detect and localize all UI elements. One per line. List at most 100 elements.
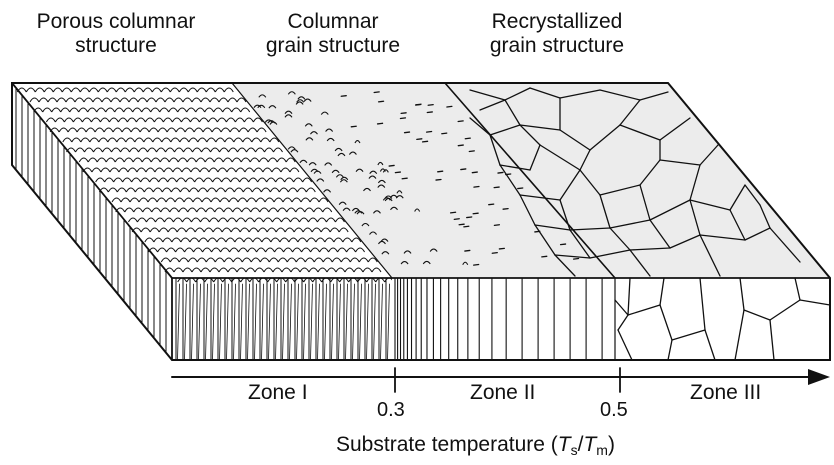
zone-i-column-cap <box>256 247 266 253</box>
zone-i-front-taper <box>324 283 327 361</box>
temperature-axis <box>171 367 830 393</box>
zone-i-column-cap <box>233 137 244 143</box>
zone-i-column-cap <box>111 147 121 153</box>
zone-i-column-cap <box>102 147 112 153</box>
zone-ii-iii-boundary <box>444 82 616 279</box>
zone-i-column-cap <box>212 227 223 233</box>
zone-ii-grain-arc <box>323 189 332 193</box>
zone-i-column-cap <box>214 257 225 263</box>
zone-i-column-cap <box>258 157 269 163</box>
zone-i-column-cap <box>212 177 223 183</box>
zone-i-column-cap <box>188 187 199 193</box>
zone-iii-grain-boundary <box>489 134 501 166</box>
zone-i-column-cap <box>89 137 100 143</box>
zone-i-column-cap <box>92 97 103 103</box>
zone-i-column-cap <box>233 187 244 193</box>
zone-ii-grain-arc <box>297 96 306 100</box>
zone-ii-grain-arc <box>368 175 377 179</box>
zone-iii-grain-boundary <box>699 234 721 277</box>
zone-i-column-cap <box>228 197 239 203</box>
zone-i-column-cap <box>192 147 202 153</box>
zone-i-column-cap <box>239 227 250 233</box>
zone-i-column-cap <box>239 177 250 183</box>
zone-ii-grain-dash <box>541 255 548 258</box>
zone-i-column-cap <box>331 257 342 263</box>
zone-i-column-cap <box>238 127 249 133</box>
zone-i-column-cap <box>123 107 134 113</box>
zone-iii-front-boundary <box>617 329 633 361</box>
zone-i-column-cap <box>213 107 224 113</box>
zone-i-column-cap <box>154 167 165 173</box>
zone-ii-grain-dash <box>464 249 471 252</box>
zone-ii-grain-arc <box>287 91 296 95</box>
zone-i-column-cap <box>170 187 181 193</box>
zone-i-front-taper <box>317 283 320 361</box>
zone-ii-grain-arc <box>340 176 349 181</box>
zone-ii-grain-arc <box>335 174 344 178</box>
zone-i-column-cap <box>308 267 319 273</box>
zone-i-column-cap <box>313 257 324 263</box>
zone-ii-grain-arc <box>342 207 351 212</box>
zone-ii-grain-arc <box>373 210 381 214</box>
zone-iii-grain-boundary <box>659 159 701 166</box>
zone-ii-grain-arc <box>299 159 308 164</box>
zone-ii-grain-arc <box>253 104 262 108</box>
zone-i-column-cap <box>130 127 141 133</box>
zone-i-column-cap <box>133 207 144 213</box>
zone-iii-grain-boundary <box>554 254 591 259</box>
zone-i-column-cap <box>319 247 329 253</box>
zone-i-column-cap <box>134 137 145 143</box>
zone-i-column-cap <box>136 167 147 173</box>
zone-iii-grain-boundary <box>599 194 611 229</box>
zone-i-column-cap <box>87 157 98 163</box>
zone-i-column-cap <box>96 157 107 163</box>
zone-i-top-fill <box>12 83 392 278</box>
zone-i-column-cap <box>100 167 111 173</box>
zone-i-column-cap <box>272 267 283 273</box>
zone-i-column-cap <box>304 257 315 263</box>
zone-i-column-cap <box>143 187 154 193</box>
zone-i-front-taper <box>233 283 236 361</box>
zone-i-column-cap <box>140 227 151 233</box>
zone-iii-grain-boundary <box>629 247 671 251</box>
zone-i-column-cap <box>142 87 153 93</box>
zone-i-column-cap <box>118 167 129 173</box>
zone-i-column-cap <box>149 177 160 183</box>
zone-iii-grain-boundary <box>539 144 581 171</box>
zone-ii-grain-arc <box>339 179 348 183</box>
zone-ii-front-fill <box>392 278 615 360</box>
zone-i-column-cap <box>275 227 286 233</box>
zone-ii-grain-dash <box>473 185 480 188</box>
label-porous-columnar: Porous columnar structure <box>0 10 232 58</box>
zone-i-column-cap <box>114 157 125 163</box>
zone-i-column-cap <box>266 177 277 183</box>
zone-i-column-cap <box>109 167 120 173</box>
zone-i-column-cap <box>189 237 200 243</box>
zone-i-column-cap <box>252 117 263 123</box>
zone-i-column-cap <box>313 207 324 213</box>
zone-i-column-cap <box>351 237 362 243</box>
zone-iii-grain-boundary <box>504 87 531 101</box>
zone-i-column-cap <box>184 247 194 253</box>
zone-i-column-cap <box>251 137 262 143</box>
zone-i-column-cap <box>246 197 257 203</box>
block-outline <box>11 82 831 361</box>
zone-i-column-cap <box>209 217 219 223</box>
zone-i-front-taper <box>359 283 362 361</box>
zone-iii-grain-boundary <box>744 184 761 206</box>
zone-iii-front-boundary <box>769 299 801 321</box>
zone-i-column-cap <box>38 97 49 103</box>
zone-i-column-cap <box>161 137 172 143</box>
zone-i-column-cap <box>181 167 192 173</box>
zone-iii-grain-boundary <box>729 209 746 241</box>
zone-ii-grain-arc <box>378 240 386 245</box>
zone-i-column-cap <box>268 207 279 213</box>
axis-title-slash: / <box>577 433 584 456</box>
zone-i-column-cap <box>269 187 280 193</box>
zone-i-column-cap <box>222 157 233 163</box>
zone-iii-front-boundary <box>734 309 745 361</box>
zone-i-column-cap <box>171 117 182 123</box>
zone-i-column-cap <box>197 137 208 143</box>
zone-i-column-cap <box>25 87 36 93</box>
